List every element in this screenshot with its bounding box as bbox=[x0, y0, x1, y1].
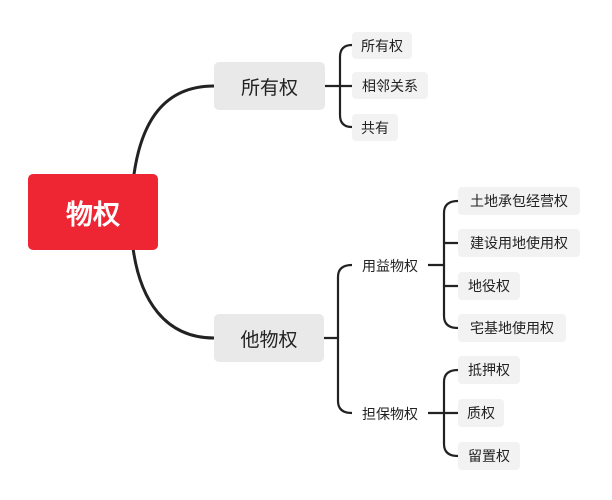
usufruct-node: 用益物权 bbox=[352, 252, 428, 279]
ownership-leaf-co-ownership: 共有 bbox=[352, 114, 398, 141]
ownership-leaf-ownership: 所有权 bbox=[352, 32, 412, 59]
usufruct-leaf-construction-land: 建设用地使用权 bbox=[458, 229, 580, 257]
connector-ownership-top bbox=[338, 43, 354, 88]
connector-ownership-bottom bbox=[338, 84, 354, 129]
connector-root-ownership bbox=[131, 84, 216, 184]
connector-usufruct-top bbox=[442, 199, 460, 267]
usufruct-leaf-land-contract: 土地承包经营权 bbox=[458, 187, 580, 215]
security-node: 担保物权 bbox=[352, 400, 428, 427]
security-leaf-pledge: 质权 bbox=[458, 399, 504, 427]
connector-other-top bbox=[336, 263, 354, 340]
root-node: 物权 bbox=[28, 174, 158, 250]
security-leaf-mortgage: 抵押权 bbox=[458, 356, 520, 384]
usufruct-leaf-easement: 地役权 bbox=[458, 272, 520, 300]
connector-usufruct-bottom bbox=[442, 263, 460, 330]
ownership-leaf-neighbor-relations: 相邻关系 bbox=[352, 72, 428, 99]
other-rights-node: 他物权 bbox=[214, 314, 324, 362]
connector-other-bottom bbox=[336, 336, 354, 415]
connector-security-bottom bbox=[442, 411, 460, 458]
connector-root-other-rights bbox=[131, 246, 216, 340]
security-leaf-lien: 留置权 bbox=[458, 442, 520, 470]
connector-security-top bbox=[442, 368, 460, 415]
usufruct-leaf-homestead: 宅基地使用权 bbox=[458, 314, 566, 342]
ownership-node: 所有权 bbox=[214, 62, 325, 110]
